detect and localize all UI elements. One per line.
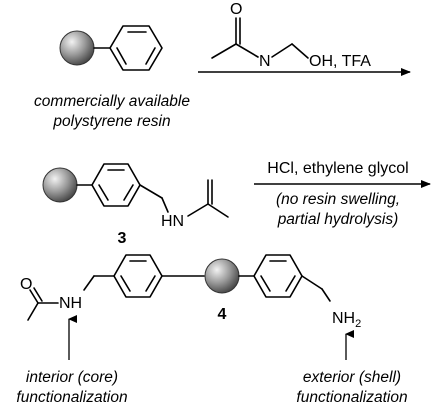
exterior-caption-line1: exterior (shell) [303,369,401,386]
interior-caption-line2: functionalization [16,389,127,406]
resin-bead-icon [204,258,240,294]
compound-3-label: 3 [118,230,127,247]
polystyrene-resin-structure [59,25,163,71]
oxygen-label: O [230,1,242,18]
compound-4-label: 4 [218,306,227,323]
benzene-ring [109,25,163,71]
resin-bead-icon [59,30,95,66]
step2-condition-line1: (no resin swelling, [276,191,400,208]
amide-nh-label: HN [161,213,184,230]
interior-nh-label: NH [59,295,82,312]
step2-condition-line2: partial hydrolysis) [277,211,399,228]
resin-caption-line2: polystyrene resin [52,113,170,130]
resin-bead-icon [42,167,78,203]
interior-caption-line1: interior (core) [26,369,118,386]
compound-3-structure: HN [42,163,229,230]
exterior-caption-line2: functionalization [296,389,407,406]
compound-4-structure: O NH NH2 [20,254,361,330]
step1-reagent-structure: O N OH, TFA [211,1,371,70]
step2-reagent: HCl, ethylene glycol [267,160,408,177]
exterior-nh2-label: NH2 [332,310,361,330]
resin-caption-line1: commercially available [34,93,190,110]
nitrogen-label: N [259,53,271,70]
carbonyl-oxygen-label: O [20,276,32,293]
hydroxyl-tfa-label: OH, TFA [309,53,371,70]
